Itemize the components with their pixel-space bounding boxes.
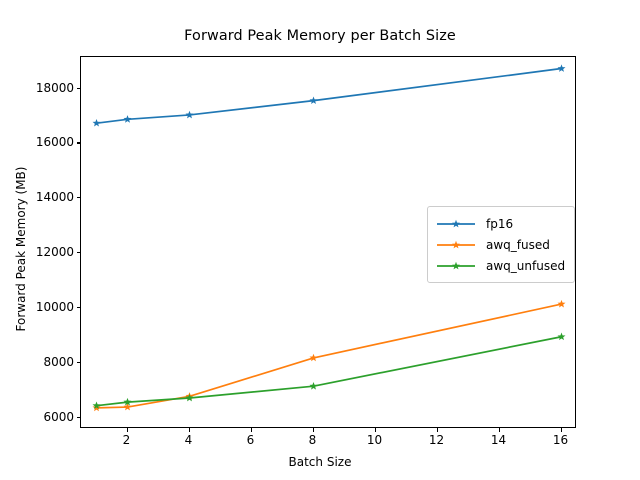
plot-lines — [92, 64, 566, 412]
series-line-awq_unfused — [96, 335, 562, 407]
legend-item-awq-unfused[interactable]: awq_unfused — [436, 255, 565, 276]
y-tick-mark — [76, 252, 80, 254]
x-tick-mark — [436, 428, 438, 432]
data-point-marker-fp16 — [557, 64, 566, 72]
data-point-marker-awq_unfused — [123, 397, 132, 406]
y-tick-mark — [76, 142, 80, 144]
y-tick-mark — [76, 87, 80, 89]
legend-swatch-fp16 — [437, 219, 475, 227]
y-tick-mark — [76, 417, 80, 419]
y-tick-label: 18000 — [35, 80, 74, 95]
series-line-fp16 — [96, 67, 562, 125]
data-point-marker-awq_fused — [557, 299, 566, 308]
y-tick-label: 10000 — [35, 300, 74, 315]
data-point-marker-awq_unfused — [309, 381, 318, 390]
y-tick-label: 6000 — [43, 410, 74, 425]
data-point-marker-awq_unfused — [557, 332, 566, 341]
x-axis-label: Batch Size — [288, 455, 352, 469]
legend-item-awq-fused[interactable]: awq_fused — [436, 234, 565, 255]
data-point-marker-awq_fused — [123, 402, 132, 411]
data-point-marker-awq_fused — [92, 403, 101, 412]
y-tick-label: 12000 — [35, 245, 74, 260]
data-point-marker-awq_unfused — [185, 393, 194, 402]
x-tick-mark — [250, 428, 252, 432]
series-line-awq_fused — [96, 303, 562, 409]
x-tick-label: 4 — [184, 433, 193, 447]
legend-label-fp16: fp16 — [486, 216, 514, 231]
y-tick-label: 8000 — [43, 355, 74, 370]
y-tick-label: 16000 — [35, 135, 74, 150]
data-point-marker-fp16 — [92, 118, 101, 127]
y-tick-label: 14000 — [35, 190, 74, 205]
x-tick-label: 8 — [308, 433, 317, 447]
y-tick-mark — [76, 362, 80, 364]
legend-swatch-awq-unfused — [437, 261, 475, 269]
chart-legend: fp16 awq_fused awq_unfused — [427, 206, 576, 283]
legend-swatch-awq-fused — [437, 240, 475, 248]
data-point-marker-awq_unfused — [92, 401, 101, 410]
data-point-marker-fp16 — [185, 110, 194, 119]
x-tick-label: 16 — [552, 433, 569, 447]
x-tick-label: 12 — [428, 433, 445, 447]
x-tick-label: 2 — [122, 433, 131, 447]
data-point-marker-fp16 — [123, 115, 132, 123]
chart-title: Forward Peak Memory per Batch Size — [184, 28, 456, 44]
x-tick-mark — [126, 428, 128, 432]
legend-label-awq-unfused: awq_unfused — [486, 258, 566, 273]
x-tick-mark — [374, 428, 376, 432]
x-tick-mark — [560, 428, 562, 432]
x-tick-mark — [188, 428, 190, 432]
legend-item-fp16[interactable]: fp16 — [436, 213, 565, 234]
legend-label-awq-fused: awq_fused — [486, 237, 550, 252]
x-tick-label: 14 — [490, 433, 507, 447]
x-tick-mark — [312, 428, 314, 432]
data-point-marker-fp16 — [309, 96, 318, 105]
y-tick-mark — [76, 307, 80, 309]
x-tick-label: 10 — [366, 433, 383, 447]
x-tick-mark — [498, 428, 500, 432]
data-point-marker-awq_fused — [309, 353, 318, 362]
x-tick-label: 6 — [246, 433, 255, 447]
y-tick-mark — [76, 197, 80, 199]
